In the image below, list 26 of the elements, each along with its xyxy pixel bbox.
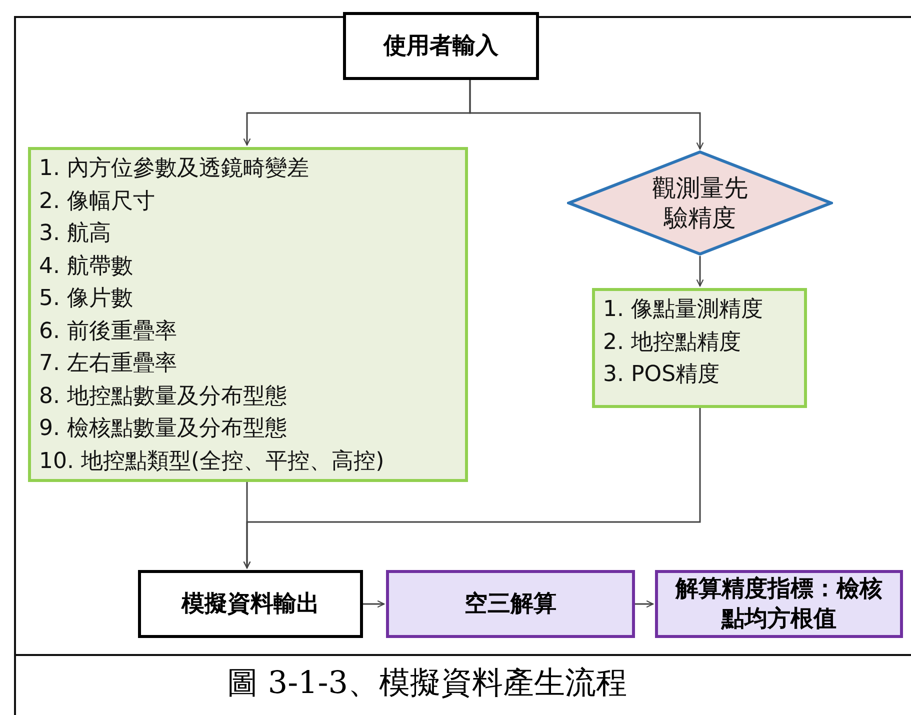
list-box	[592, 288, 807, 408]
list-item: 3. 航高	[39, 220, 112, 248]
list-item: 1. 內方位參數及透鏡畸變差	[39, 155, 310, 183]
arrow	[696, 256, 704, 287]
list-item: 9. 檢核點數量及分布型態	[39, 415, 288, 443]
list-item: 10. 地控點類型(全控、平控、高控)	[39, 448, 386, 476]
list-item: 6. 前後重疊率	[39, 318, 178, 346]
figure-caption: 圖 3-1-3、模擬資料產生流程	[227, 664, 627, 703]
arrow	[469, 80, 704, 150]
list-item: 2. 地控點精度	[603, 328, 742, 356]
list-box	[28, 147, 468, 482]
process-box: 使用者輸入	[343, 12, 539, 80]
arrow	[635, 600, 654, 608]
process-box: 解算精度指標：檢核點均方根值	[655, 570, 903, 638]
list-item: 5. 像片數	[39, 285, 134, 313]
process-box: 空三解算	[386, 570, 635, 638]
arrow	[363, 600, 385, 608]
list-item: 8. 地控點數量及分布型態	[39, 382, 288, 410]
arrow	[243, 408, 701, 569]
list-item: 2. 像幅尺寸	[39, 188, 156, 216]
list-item: 1. 像點量測精度	[603, 296, 764, 324]
list-item: 3. POS精度	[603, 361, 721, 389]
process-box: 模擬資料輸出	[138, 570, 363, 638]
list-item: 4. 航帶數	[39, 252, 134, 280]
list-item: 7. 左右重疊率	[39, 350, 178, 378]
decision-diamond: 觀測量先驗精度	[567, 150, 833, 256]
